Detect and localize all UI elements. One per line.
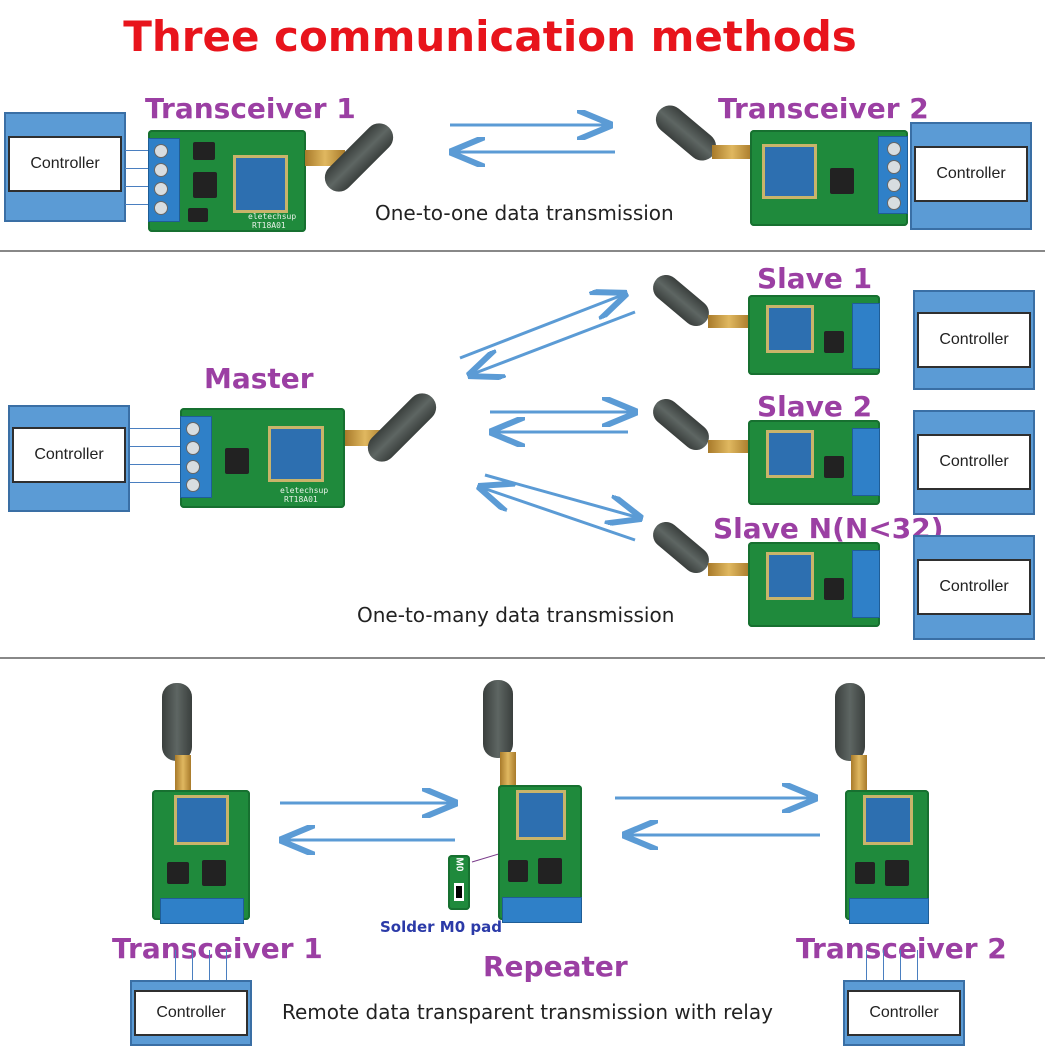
repeater-label: Repeater (483, 950, 628, 983)
slave-board (748, 420, 880, 505)
transceiver-board (152, 790, 250, 924)
slave-1-label: Slave 1 (757, 262, 873, 295)
caption-one-to-one: One-to-one data transmission (375, 201, 674, 225)
controller-box: Controller (4, 112, 126, 222)
divider (0, 250, 1045, 252)
slave-board (748, 295, 880, 375)
divider (0, 657, 1045, 659)
transceiver-board (845, 790, 929, 924)
controller-label: Controller (847, 990, 961, 1036)
caption-relay: Remote data transparent transmission wit… (282, 1000, 773, 1024)
controller-label: Controller (8, 136, 122, 192)
repeater-board (498, 785, 582, 923)
controller-box: Controller (8, 405, 130, 512)
slave-n-label: Slave N(N<32) (713, 512, 944, 545)
controller-box: Controller (913, 410, 1035, 515)
controller-label: Controller (917, 559, 1031, 615)
caption-one-to-many: One-to-many data transmission (357, 603, 675, 627)
transceiver-board (750, 130, 908, 226)
controller-box: Controller (843, 980, 965, 1046)
m0-pad-marking: M0 (453, 857, 465, 872)
transceiver-2-label: Transceiver 2 (718, 92, 929, 125)
controller-box: Controller (913, 535, 1035, 640)
controller-box: Controller (910, 122, 1032, 230)
master-label: Master (204, 362, 314, 395)
antenna-icon (835, 683, 865, 761)
arrow-to-slave1 (459, 294, 625, 360)
antenna-icon (483, 680, 513, 758)
board-model: RT18A01 (252, 221, 286, 230)
controller-label: Controller (12, 427, 126, 483)
board-model: RT18A01 (284, 495, 318, 504)
antenna-icon (162, 683, 192, 761)
m0-pad: M0 (448, 855, 470, 910)
page-title: Three communication methods (123, 12, 857, 61)
controller-label: Controller (914, 146, 1028, 202)
board-brand: eletechsup (248, 212, 297, 221)
controller-box: Controller (913, 290, 1035, 390)
solder-m0-pad-label: Solder M0 pad (380, 918, 502, 936)
controller-label: Controller (917, 434, 1031, 490)
controller-box: Controller (130, 980, 252, 1046)
master-board: eletechsup RT18A01 (180, 408, 345, 508)
transceiver-2-label: Transceiver 2 (796, 932, 1007, 965)
transceiver-1-label: Transceiver 1 (145, 92, 356, 125)
arrow-from-slave1 (470, 310, 636, 375)
arrow-from-slaven (480, 487, 636, 542)
controller-label: Controller (134, 990, 248, 1036)
transceiver-board: eletechsup RT18A01 (148, 130, 306, 232)
transceiver-1-label: Transceiver 1 (112, 932, 323, 965)
slave-2-label: Slave 2 (757, 390, 873, 423)
controller-label: Controller (917, 312, 1031, 368)
slave-board (748, 542, 880, 627)
board-brand: eletechsup (280, 486, 329, 495)
